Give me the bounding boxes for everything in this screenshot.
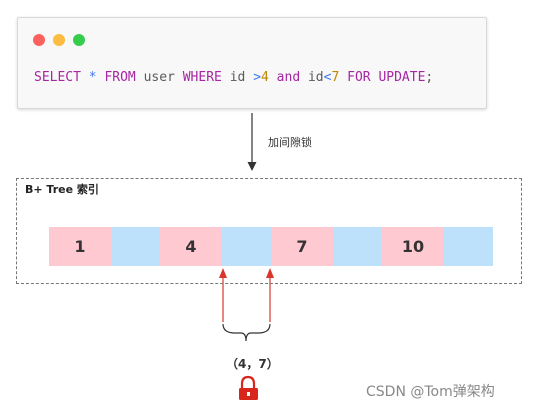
sql-statement: SELECT * FROM user WHERE id >4 and id<7 … [34, 70, 433, 85]
btree-index-box: B+ Tree 索引 1 4 7 10 [16, 178, 522, 284]
code-token: user [143, 70, 183, 85]
code-token: * [88, 70, 105, 85]
maximize-window-dot [73, 34, 85, 46]
code-token: id [229, 70, 254, 85]
index-key-cell: 7 [271, 227, 333, 266]
gap-arrow-right-head [266, 268, 274, 278]
code-token: FROM [104, 70, 144, 85]
gap-cell-locked [222, 227, 271, 266]
code-token: FOR [347, 70, 379, 85]
index-row: 1 4 7 10 [49, 227, 493, 266]
code-token: id [307, 70, 324, 85]
gap-arrow-left-head [219, 268, 227, 278]
close-window-dot [33, 34, 45, 46]
gap-lock-label: 加间隙锁 [268, 136, 312, 149]
btree-title: B+ Tree 索引 [25, 183, 99, 196]
code-token: 4 [261, 70, 277, 85]
code-token: < [323, 70, 332, 85]
code-token: WHERE [182, 70, 230, 85]
watermark: CSDN @Tom弹架构 [366, 384, 495, 400]
down-arrow-head [247, 162, 257, 171]
gap-cell [111, 227, 160, 266]
code-token: UPDATE [378, 70, 426, 85]
minimize-window-dot [53, 34, 65, 46]
index-key-cell: 10 [382, 227, 444, 266]
index-key-cell: 1 [49, 227, 111, 266]
lock-icon [239, 375, 258, 400]
gap-cell [333, 227, 382, 266]
code-token: and [276, 70, 308, 85]
range-brace [222, 323, 271, 342]
gap-cell [444, 227, 493, 266]
code-token: SELECT [34, 70, 89, 85]
code-token: > [253, 70, 262, 85]
code-token: 7 [331, 70, 348, 85]
index-key-cell: 4 [160, 227, 222, 266]
locked-range-label: （4，7） [226, 357, 279, 371]
code-token: ; [425, 70, 434, 85]
code-window: SELECT * FROM user WHERE id >4 and id<7 … [17, 17, 487, 109]
